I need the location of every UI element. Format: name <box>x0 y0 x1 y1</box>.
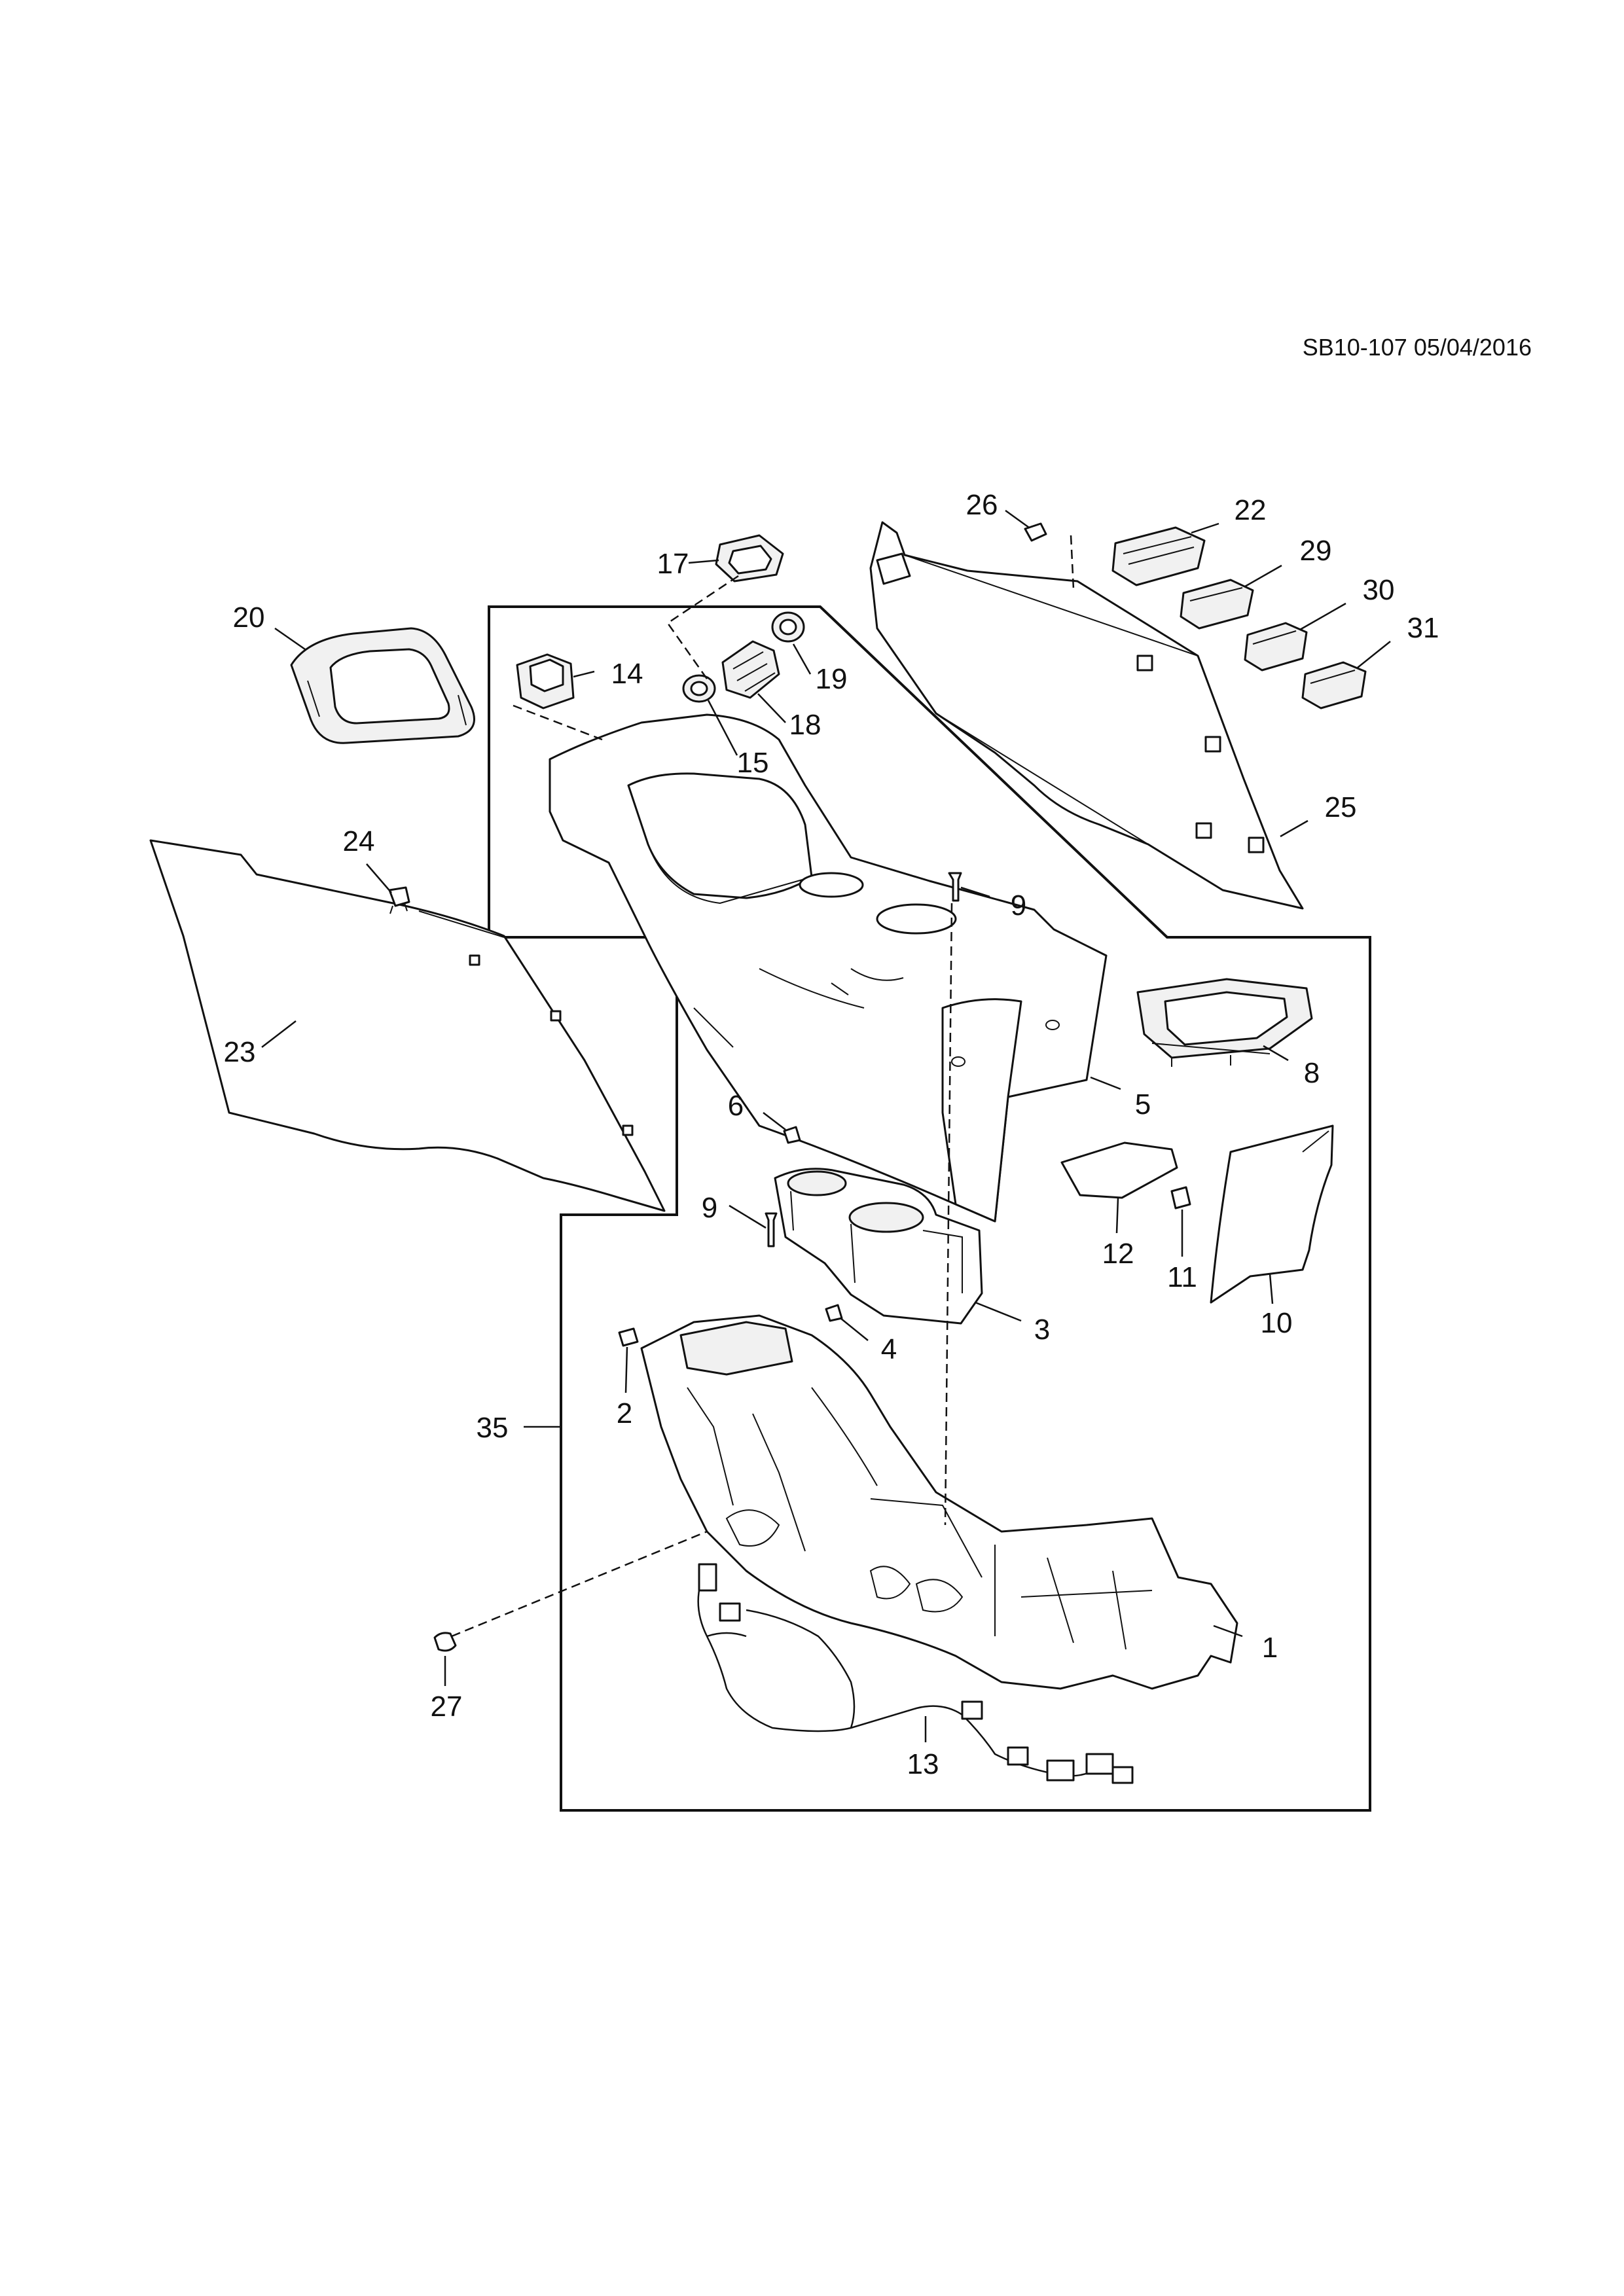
callout-20: 20 <box>233 601 265 634</box>
leader-26 <box>1005 509 1030 529</box>
callout-3: 3 <box>1034 1314 1050 1346</box>
callout-29: 29 <box>1300 535 1332 567</box>
part-15-socket <box>682 674 716 703</box>
part-9-screw-upper <box>948 872 962 902</box>
part-4-clip <box>825 1304 843 1322</box>
part-5-console-housing <box>549 713 1108 1223</box>
part-26-clip <box>1024 522 1047 542</box>
part-12-mat <box>1060 1141 1178 1199</box>
callout-5: 5 <box>1135 1088 1151 1121</box>
leader-15 <box>707 700 738 756</box>
callout-6: 6 <box>728 1090 744 1122</box>
part-14-switch <box>516 653 575 709</box>
part-25-side-panel-right <box>869 521 1304 910</box>
part-2-clip <box>618 1327 639 1347</box>
callout-10: 10 <box>1261 1307 1293 1339</box>
callout-1: 1 <box>1262 1632 1278 1664</box>
alignment-line-26 <box>1070 535 1075 590</box>
part-1-console-bracket <box>640 1314 1238 1690</box>
alignment-line-14 <box>513 704 603 741</box>
leader-19 <box>792 643 812 675</box>
callout-19: 19 <box>816 663 848 695</box>
callout-2: 2 <box>617 1397 632 1429</box>
callout-31: 31 <box>1407 612 1439 644</box>
leader-10 <box>1269 1273 1274 1304</box>
leader-25 <box>1280 819 1308 838</box>
leader-8 <box>1263 1045 1289 1062</box>
alignment-line-17 <box>666 575 739 681</box>
callout-12: 12 <box>1102 1238 1134 1270</box>
part-30-switch <box>1244 622 1308 672</box>
leader-9b <box>729 1204 767 1229</box>
part-20-bezel <box>290 627 475 744</box>
leader-4 <box>840 1318 869 1341</box>
callout-9-upper: 9 <box>1011 889 1026 922</box>
leader-3 <box>975 1301 1022 1322</box>
part-31-switch <box>1301 661 1367 709</box>
leader-17 <box>688 559 719 564</box>
callout-9-lower: 9 <box>702 1192 717 1224</box>
part-3-cup-holder <box>774 1168 983 1325</box>
callout-24: 24 <box>343 825 375 857</box>
leader-6 <box>763 1112 786 1130</box>
callout-23: 23 <box>224 1036 256 1068</box>
part-17-cover <box>715 534 784 583</box>
part-27-screw <box>433 1632 457 1652</box>
part-9-screw-lower <box>765 1212 778 1247</box>
leader-29 <box>1244 564 1282 588</box>
callout-13: 13 <box>907 1748 939 1780</box>
leader-18 <box>757 693 786 723</box>
callout-25: 25 <box>1325 791 1357 823</box>
callout-35: 35 <box>477 1412 509 1444</box>
callout-27: 27 <box>431 1691 463 1723</box>
leader-14 <box>573 670 595 678</box>
leader-2 <box>624 1346 628 1393</box>
leader-20 <box>274 627 306 651</box>
callout-17: 17 <box>657 548 689 580</box>
part-8-storage-tray <box>1136 978 1313 1067</box>
leader-24 <box>366 863 392 893</box>
part-24-clip <box>388 886 410 914</box>
assembly-frame <box>488 605 1371 1812</box>
part-23-side-panel-left <box>149 839 666 1212</box>
leader-31 <box>1357 641 1391 668</box>
part-18-connector <box>721 640 780 699</box>
alignment-line-27 <box>451 1530 708 1638</box>
part-11-clip <box>1170 1186 1191 1210</box>
leader-1 <box>1213 1624 1243 1638</box>
leader-22 <box>1191 522 1219 534</box>
document-reference: SB10-107 05/04/2016 <box>1303 334 1532 361</box>
leader-9a <box>960 886 990 898</box>
part-13-wiring-harness <box>697 1563 1134 1784</box>
callout-18: 18 <box>789 709 821 741</box>
callout-11: 11 <box>1167 1261 1197 1293</box>
callout-22: 22 <box>1235 494 1267 526</box>
callout-8: 8 <box>1304 1057 1320 1089</box>
part-22-switch <box>1111 526 1206 586</box>
leader-12 <box>1115 1197 1119 1234</box>
part-19-plug <box>771 611 805 643</box>
leader-5 <box>1090 1076 1121 1090</box>
callout-26: 26 <box>966 489 998 521</box>
callout-4: 4 <box>881 1333 897 1365</box>
leader-30 <box>1299 602 1346 631</box>
callout-15: 15 <box>737 747 769 779</box>
part-10-end-trim <box>1210 1124 1334 1304</box>
leader-23 <box>261 1020 297 1048</box>
callout-14: 14 <box>611 658 643 690</box>
alignment-line-center <box>944 903 953 1526</box>
part-29-switch <box>1180 579 1254 630</box>
callout-30: 30 <box>1363 574 1395 606</box>
part-6-clip <box>783 1126 801 1144</box>
